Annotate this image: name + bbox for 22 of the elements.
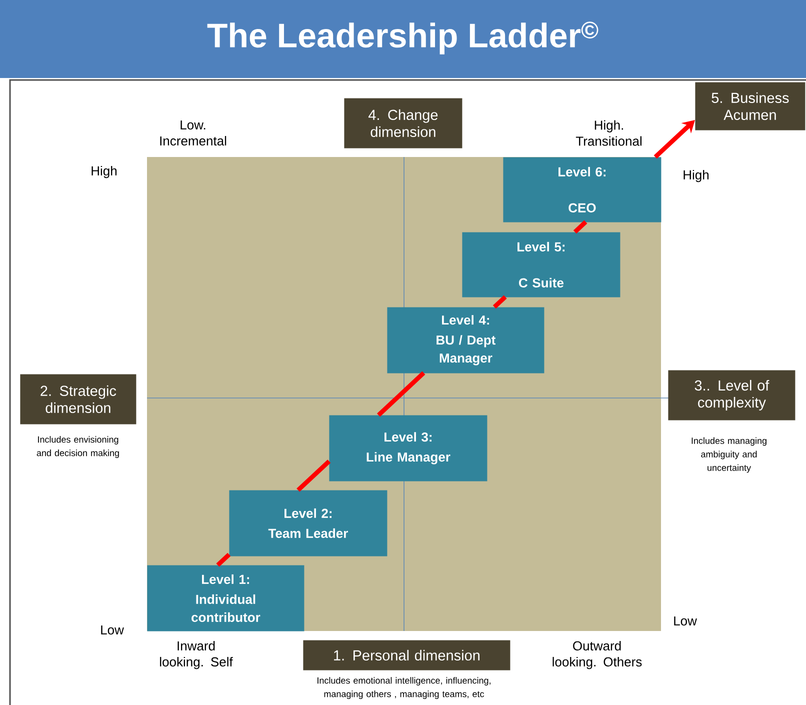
dimension-box: 5. Business Acumen	[695, 82, 806, 130]
axis-label: Low	[674, 616, 697, 626]
dimension-box: 4. Change dimension	[344, 98, 462, 148]
title-banner: The Leadership Ladder$^{©}$	[0, 0, 806, 78]
dimension-box: 2. Strategic dimension	[20, 374, 136, 424]
level-box: Level 1: Individual contributor	[147, 565, 304, 632]
dimension-box: 3.. Level of complexity	[668, 370, 796, 420]
arrow	[654, 120, 695, 159]
description-text: Includes emotional intelligence, influencing, managing others , managing teams, etc	[318, 677, 490, 699]
axis-label: Low	[101, 625, 124, 635]
level-box: Level 6: CEO	[503, 157, 662, 222]
level-box: Level 5: C Suite	[462, 232, 620, 298]
axis-label: Low. Incremental	[160, 120, 226, 146]
level-box: Level 4: BU / Dept Manager	[387, 307, 544, 374]
description-text: Includes managing ambiguity and uncertainty	[692, 437, 766, 473]
axis-label: High	[684, 170, 709, 182]
level-box: Level 2: Team Leader	[229, 490, 388, 556]
level-box: Level 3: Line Manager	[329, 415, 488, 482]
description-text: Includes envisioning and decision making	[36, 436, 119, 458]
axis-label: High	[92, 166, 117, 178]
dimension-box: 1. Personal dimension	[303, 640, 510, 670]
axis-label: Outward looking. Others	[552, 640, 642, 670]
